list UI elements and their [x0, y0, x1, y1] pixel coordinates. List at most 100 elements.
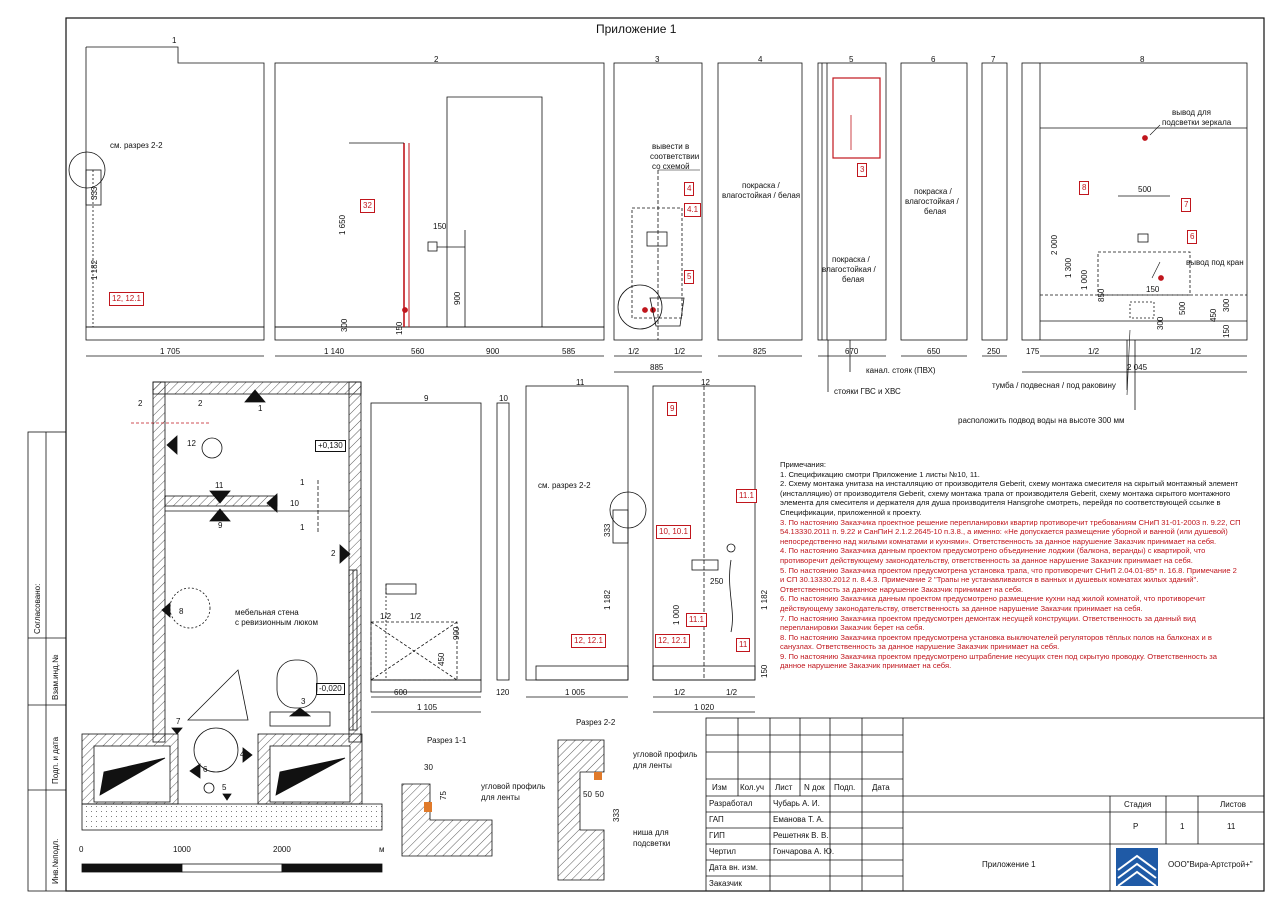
note-1: 1. Спецификацию смотри Приложение 1 лист…	[780, 469, 980, 479]
elev2-w3: 900	[486, 347, 500, 356]
elev6-width: 650	[927, 347, 941, 356]
elev8-dim-850: 850	[1097, 288, 1106, 302]
elev10-width: 120	[496, 688, 510, 697]
elev8-dim-300b: 300	[1222, 298, 1231, 312]
stamp-sheet: 1	[1180, 822, 1185, 831]
elev12-tag-12: 12, 12.1	[655, 634, 690, 648]
plan-mark-8: 8	[179, 607, 184, 616]
note-6: 6. По настоянию Заказчика данным проекто…	[780, 594, 1206, 613]
elev12-d1182: 1 182	[760, 589, 769, 610]
elev12-number: 12	[701, 378, 710, 387]
plan-mark-5: 5	[222, 783, 227, 792]
stamp-sheets: 11	[1227, 822, 1236, 831]
elev4-width: 825	[753, 347, 767, 356]
elev8-w1: 1/2	[1088, 347, 1100, 356]
section-1-1-profile-2: для ленты	[481, 793, 520, 802]
elev8-w0: 175	[1026, 347, 1040, 356]
stamp-col-kol: Кол.уч	[740, 783, 764, 792]
elev9-d450: 450	[437, 652, 446, 666]
elev9-d1a: 1/2	[380, 612, 392, 621]
elev3-note-3: со схемой	[652, 162, 690, 171]
elev11-d1182: 1 182	[603, 589, 612, 610]
elev5-label-sewer: канал. стояк (ПВХ)	[866, 366, 936, 375]
side-label-replace: Взам.инд.№	[51, 654, 60, 700]
section-2-2-niche-2: подсветки	[633, 839, 671, 848]
elev6-finish-1: покраска /	[914, 187, 952, 196]
stamp-name-3: Решетняк В. В.	[773, 831, 829, 840]
elev4-finish-1: покраска /	[742, 181, 780, 190]
plan-mark-1: 1	[258, 404, 263, 413]
plan-mark-10: 10	[290, 499, 299, 508]
section-2-2-title: Разрез 2-2	[576, 718, 616, 727]
elev5-tag-3: 3	[857, 163, 868, 177]
elev12-w2: 1/2	[726, 688, 738, 697]
scale-0: 0	[79, 845, 84, 854]
company-logo	[1116, 848, 1158, 887]
note-3: 3. По настоянию Заказчика проектное реше…	[780, 517, 1241, 546]
elev2-dim-150b: 150	[395, 321, 404, 335]
elev8-tag-7: 7	[1181, 198, 1192, 212]
elevation-11	[525, 385, 647, 698]
stamp-doc-title: Приложение 1	[982, 860, 1036, 869]
elevation-3	[613, 62, 703, 373]
stamp-col-ndoc: N док	[804, 783, 825, 792]
elev3-number: 3	[655, 55, 660, 64]
page-title: Приложение 1	[596, 22, 677, 36]
stamp-col-list: Лист	[775, 783, 793, 792]
elev9-w1: 600	[394, 688, 408, 697]
elevation-9	[370, 402, 482, 713]
elevation-7	[981, 62, 1008, 357]
elev1-dim-1182: 1 182	[90, 259, 99, 280]
note-4: 4. По настоянию Заказчика данным проекто…	[780, 546, 1206, 565]
elev3-tag-5: 5	[684, 270, 695, 284]
elev1-number: 1	[172, 36, 177, 45]
note-9: 9. По настоянию Заказчика проектом преду…	[780, 651, 1218, 671]
elev8-number: 8	[1140, 55, 1145, 64]
elev6-finish-3: белая	[924, 207, 947, 216]
plan-mark-2c: 2	[331, 549, 336, 558]
elev8-dim-1300: 1 300	[1064, 257, 1073, 278]
elev7-number: 7	[991, 55, 996, 64]
elev1-width: 1 705	[160, 347, 181, 356]
elev11-width: 1 005	[565, 688, 586, 697]
elev7-width: 250	[987, 347, 1001, 356]
elev11-d333: 333	[603, 523, 612, 537]
section-2-2-d50a: 50	[583, 790, 592, 799]
plan-mark-6: 6	[203, 765, 208, 774]
note-2: 2. Схему монтажа унитаза на инсталляцию …	[780, 479, 1239, 517]
stamp-company: ООО"Вира-Артстрой+"	[1168, 860, 1253, 869]
elev3-note-2: соответствии	[650, 152, 700, 161]
stamp-role-1: Разработал	[709, 799, 753, 808]
stamp-col-izm: Изм	[712, 783, 727, 792]
plan-furniture-1: мебельная стена	[235, 608, 299, 617]
elev8-dim-1000: 1 000	[1080, 269, 1089, 290]
stamp-name-2: Еманова Т. А.	[773, 815, 824, 824]
elev2-w2: 560	[411, 347, 425, 356]
stamp-stage: Р	[1133, 822, 1139, 831]
elev8-label-water: расположить подвод воды на высоте 300 мм	[958, 416, 1125, 425]
section-2-2-profile-1: угловой профиль	[633, 750, 698, 759]
elev8-dim-450: 450	[1209, 308, 1218, 322]
elev5-finish-3: белая	[842, 275, 865, 284]
plan-mark-11: 11	[215, 481, 224, 490]
elev3-tag-4: 4	[684, 182, 695, 196]
stamp-col-podp: Подп.	[834, 783, 856, 792]
note-5: 5. По настоянию Заказчика проектом преду…	[780, 565, 1237, 594]
elev1-tag: 12, 12.1	[109, 292, 144, 306]
plan-level-1: +0,130	[315, 440, 346, 452]
plan-mark-9: 9	[218, 521, 223, 530]
side-stamp	[27, 431, 67, 892]
elevation-8	[1021, 62, 1248, 410]
elevation-1	[68, 46, 265, 357]
leader-lines	[658, 124, 1161, 396]
elev8-label-mirror2: подсветки зеркала	[1162, 118, 1232, 127]
stamp-col-data: Дата	[872, 783, 890, 792]
elevation-2	[274, 62, 605, 357]
side-label-agreed: Согласовано:	[33, 583, 42, 634]
elev4-finish-2: влагостойкая / белая	[722, 191, 801, 200]
elev2-dim-300: 300	[340, 318, 349, 332]
elev2-dim-150a: 150	[433, 222, 447, 231]
plan-mark-4: 4	[240, 750, 245, 759]
elev8-w2: 1/2	[1190, 347, 1202, 356]
elev3-w1: 1/2	[628, 347, 640, 356]
